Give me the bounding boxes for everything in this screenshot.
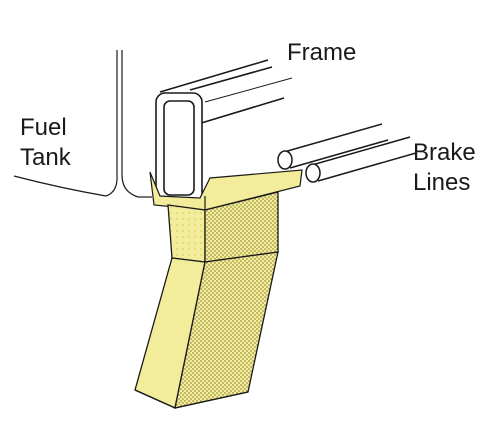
label-brake-line1: Brake — [413, 139, 476, 166]
label-fuel-line2: Tank — [20, 144, 71, 171]
brake-line-guard — [134, 191, 279, 409]
label-fuel-line1: Fuel — [20, 114, 67, 141]
label-frame: Frame — [287, 39, 357, 66]
label-fuel-tank: Fuel Tank — [20, 113, 71, 173]
frame-rail — [155, 59, 293, 204]
brake-lines — [277, 123, 417, 183]
label-brake-lines: Brake Lines — [413, 138, 476, 198]
fuel-tank — [13, 50, 152, 198]
label-brake-line2: Lines — [413, 169, 471, 196]
